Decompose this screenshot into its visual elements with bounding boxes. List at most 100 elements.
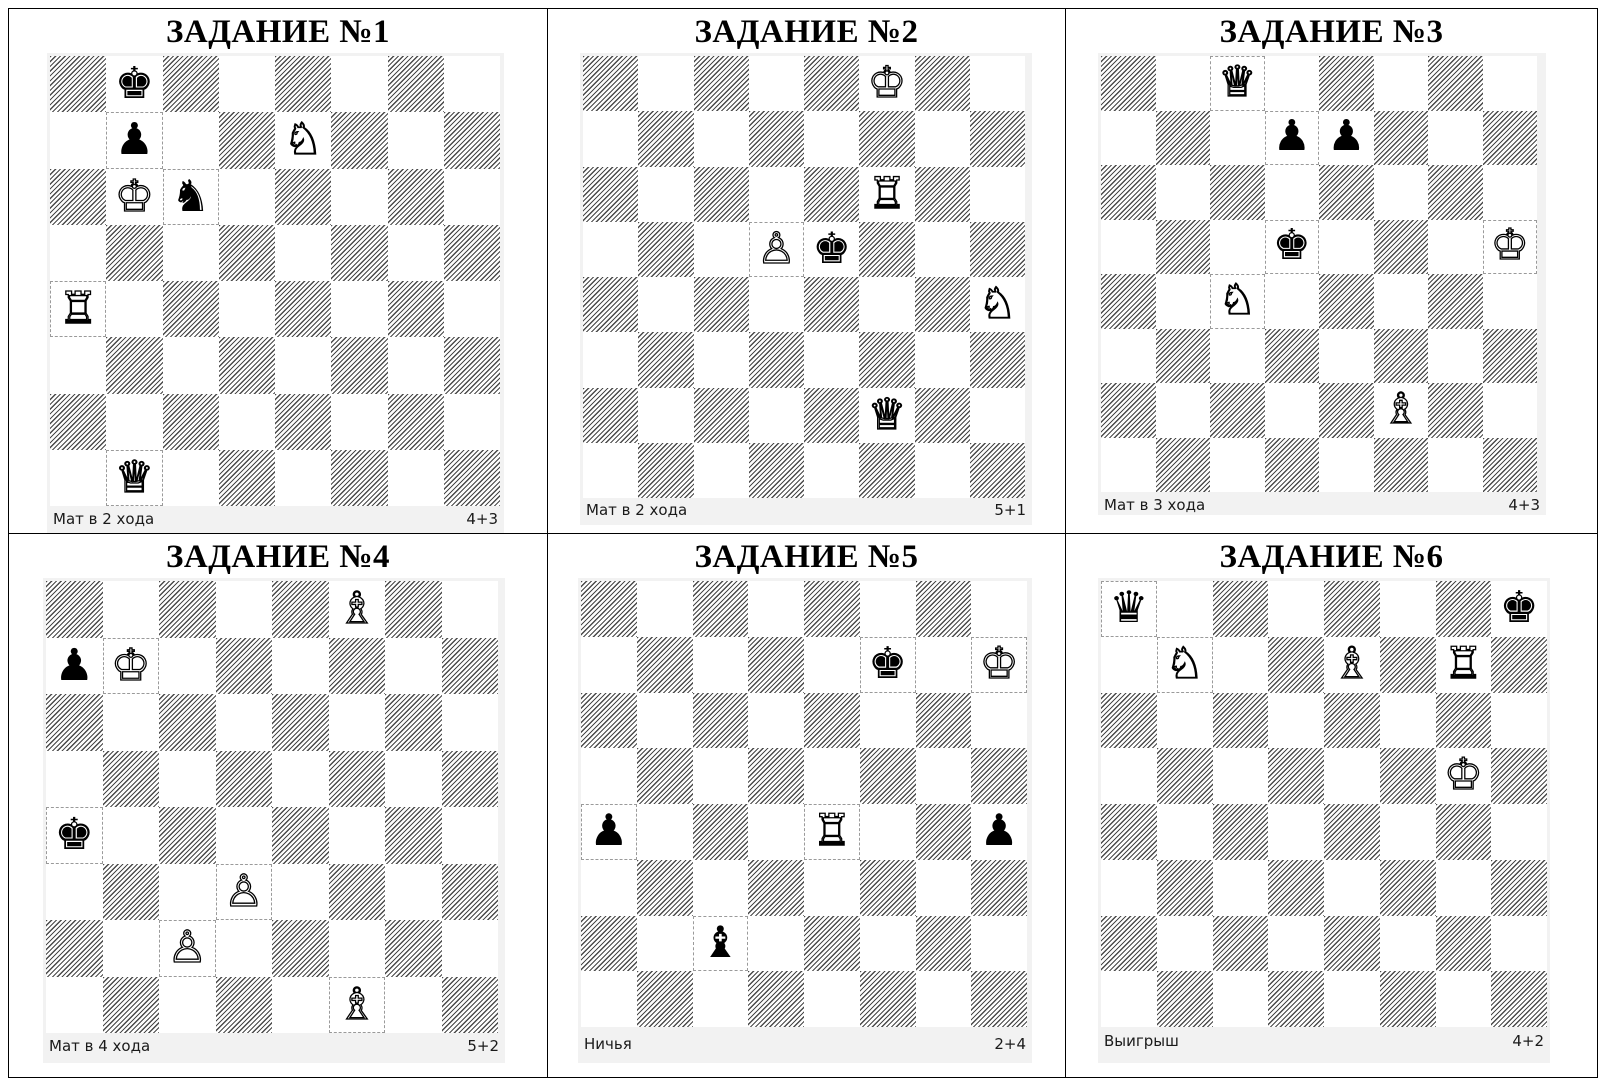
square-g1	[1436, 971, 1492, 1027]
square-e3	[1324, 860, 1380, 916]
square-h4	[1491, 804, 1547, 860]
square-g2	[1428, 383, 1483, 438]
square-a1	[1101, 971, 1157, 1027]
square-b8	[1156, 56, 1211, 111]
white-knight-icon: ♘	[1218, 280, 1256, 323]
square-d8	[1268, 581, 1324, 637]
square-g5	[388, 225, 444, 281]
square-c4	[693, 804, 749, 860]
square-h1	[1491, 971, 1547, 1027]
white-pawn-icon: ♙	[757, 228, 796, 271]
square-h6	[1483, 165, 1538, 220]
square-b4	[1156, 274, 1211, 329]
square-b4	[638, 277, 693, 332]
square-f7	[1374, 111, 1429, 166]
square-f8	[1380, 581, 1436, 637]
square-e7	[804, 637, 860, 693]
white-rook-icon: ♖	[812, 810, 851, 853]
square-f7	[859, 111, 914, 166]
square-c8: ♕	[1210, 56, 1265, 111]
square-c1	[694, 443, 749, 498]
square-f4	[1374, 274, 1429, 329]
square-g3	[915, 332, 970, 387]
square-h6	[970, 167, 1025, 222]
square-g3	[388, 337, 444, 393]
square-h3	[444, 337, 500, 393]
chess-diagram: ♗♟♔♚♙♙♗ Мат в 4 хода 5+2	[43, 578, 505, 1063]
square-c5	[163, 225, 219, 281]
square-g3	[1428, 329, 1483, 384]
square-h6	[444, 169, 500, 225]
square-c3	[159, 864, 216, 921]
square-c6: ♞	[163, 169, 219, 225]
square-g4	[1428, 274, 1483, 329]
square-f6: ♖	[859, 167, 914, 222]
white-king-icon: ♔	[111, 644, 151, 688]
square-h5	[971, 748, 1027, 804]
square-e7: ♟	[1319, 111, 1374, 166]
square-g8	[1428, 56, 1483, 111]
square-f4	[860, 804, 916, 860]
square-d7	[219, 112, 275, 168]
black-king-icon: ♚	[54, 813, 94, 857]
square-h7: ♔	[971, 637, 1027, 693]
square-g7	[1428, 111, 1483, 166]
square-d6	[219, 169, 275, 225]
square-a8	[50, 56, 106, 112]
square-g2	[1436, 916, 1492, 972]
square-h1	[970, 443, 1025, 498]
square-a7	[1101, 111, 1156, 166]
square-h3	[1491, 860, 1547, 916]
square-f3	[1374, 329, 1429, 384]
square-e8	[804, 581, 860, 637]
square-h1	[1483, 438, 1538, 493]
square-e5	[1319, 220, 1374, 275]
square-c5	[693, 748, 749, 804]
square-h5	[1491, 748, 1547, 804]
square-d5: ♚	[1265, 220, 1320, 275]
square-e7: ♗	[1324, 637, 1380, 693]
square-b8	[1157, 581, 1213, 637]
square-g6	[388, 169, 444, 225]
square-a6	[581, 693, 637, 749]
square-h1	[442, 977, 499, 1034]
square-d4	[749, 277, 804, 332]
square-e1	[275, 450, 331, 506]
square-f8: ♗	[329, 581, 386, 638]
square-b6	[637, 693, 693, 749]
square-f1	[1374, 438, 1429, 493]
square-g2	[915, 388, 970, 443]
square-b8: ♚	[106, 56, 162, 112]
square-e6	[1319, 165, 1374, 220]
chess-diagram: ♛♚♘♗♖♔ Выигрыш 4+2	[1098, 578, 1550, 1063]
square-e2	[804, 916, 860, 972]
square-c3	[1210, 329, 1265, 384]
square-d2	[1268, 916, 1324, 972]
square-g7	[385, 638, 442, 695]
square-g6	[916, 693, 972, 749]
square-a7: ♟	[46, 638, 103, 695]
square-d5	[219, 225, 275, 281]
square-f2: ♗	[1374, 383, 1429, 438]
square-a6	[1101, 165, 1156, 220]
square-g7	[388, 112, 444, 168]
square-g2	[388, 394, 444, 450]
black-pawn-icon: ♟	[1273, 116, 1311, 159]
task-cell-1: ЗАДАНИЕ №1 ♚♟♘♔♞♖♕ Мат в 2 хода 4+3	[9, 9, 548, 534]
square-d4	[219, 281, 275, 337]
square-f6	[329, 694, 386, 751]
square-f5	[329, 751, 386, 808]
square-e6	[275, 169, 331, 225]
problem-condition: Мат в 3 хода	[1104, 496, 1205, 514]
white-king-icon: ♔	[980, 643, 1019, 686]
square-b2	[106, 394, 162, 450]
square-d4	[748, 804, 804, 860]
square-c8	[159, 581, 216, 638]
square-g7	[915, 111, 970, 166]
black-pawn-icon: ♟	[980, 810, 1019, 853]
square-c5	[159, 751, 216, 808]
square-h8	[444, 56, 500, 112]
square-d3	[748, 860, 804, 916]
black-king-icon: ♚	[115, 62, 154, 106]
square-f5	[331, 225, 387, 281]
